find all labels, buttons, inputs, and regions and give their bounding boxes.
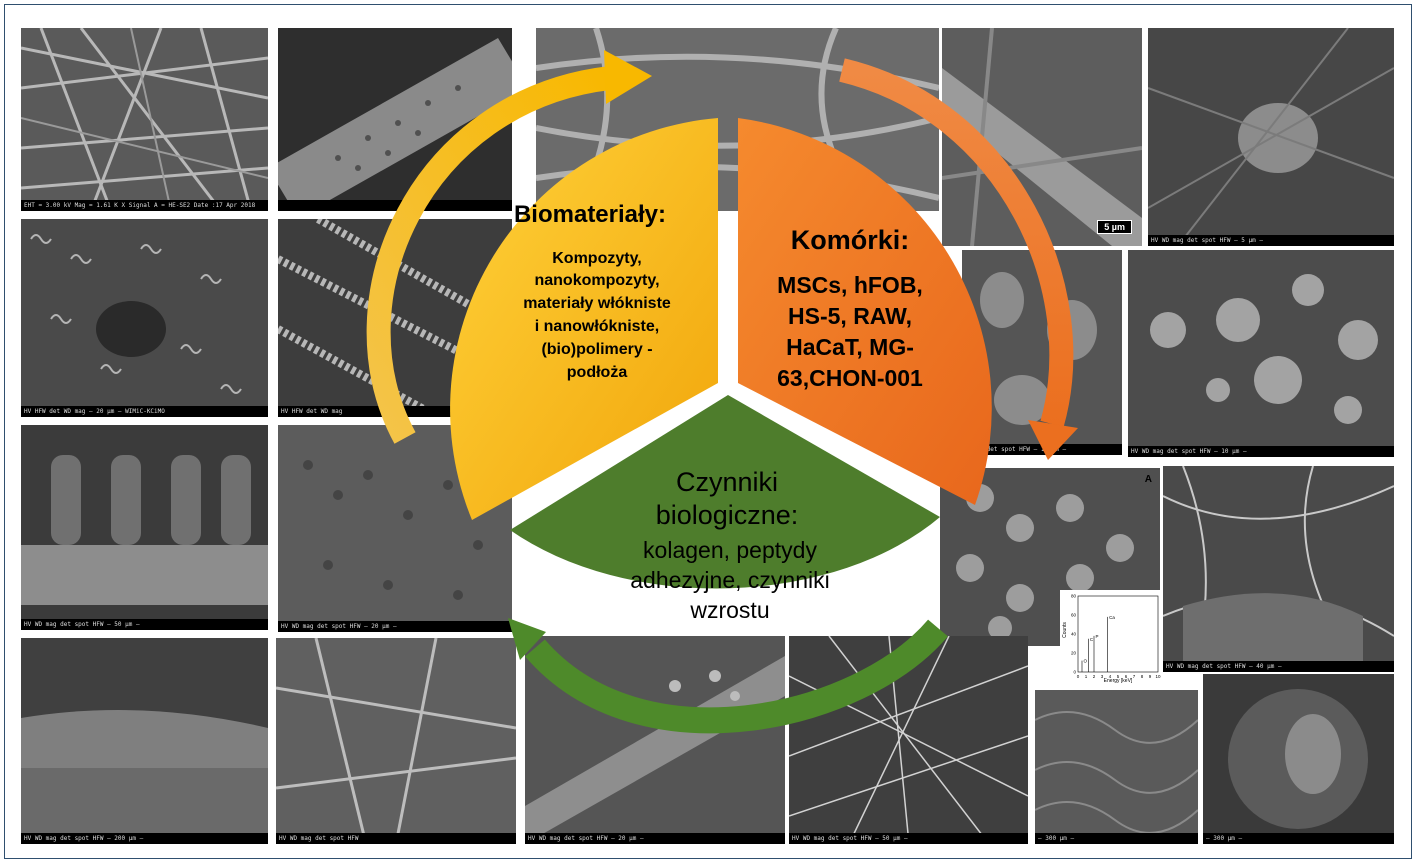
eds-ylabel: Counts — [1062, 622, 1068, 638]
biomaterials-line: (bio)polimery - — [541, 341, 652, 358]
cells-line: MSCs, hFOB, — [777, 272, 923, 298]
micrograph-cell-on-fiber: 5 µm — [942, 28, 1142, 246]
panel-letter: A — [1144, 474, 1152, 485]
micrograph-info-bar: HV WD mag det spot HFW — [276, 833, 516, 844]
biomaterials-line: nanokompozyty, — [534, 272, 659, 289]
eds-x-tick-label: 6 — [1125, 674, 1128, 679]
eds-x-tick-label: 0 — [1077, 674, 1080, 679]
micrograph-info-bar: HV WD mag det spot HFW — 40 µm — — [1163, 661, 1394, 672]
biological-factors-line: kolagen, peptydy — [643, 537, 817, 563]
arrow-biomaterials-to-cells — [366, 66, 612, 444]
micrograph-info-bar: HV WD mag det spot HFW — 20 µm — — [278, 621, 512, 632]
biological-factors-title: Czynniki — [676, 467, 778, 497]
eds-peaks: O CP Ca — [1081, 615, 1115, 672]
biomaterials-line: Kompozyty, — [552, 250, 641, 267]
eds-y-tick-label: 40 — [1071, 632, 1077, 637]
eds-x-tick-label: 5 — [1117, 674, 1120, 679]
micrograph-cell-clusters: HV WD mag det spot HFW — 10 µm — — [1128, 250, 1394, 457]
eds-xlabel: Energy [keV] — [1104, 678, 1133, 684]
micrograph-info-bar: — 300 µm — — [1035, 833, 1198, 844]
eds-y-tick-label: 80 — [1071, 594, 1077, 599]
eds-peak-label: Ca — [1109, 615, 1115, 620]
micrograph-porous-fiber — [278, 28, 512, 211]
cells-title: Komórki: — [791, 225, 910, 255]
eds-y-tick-label: 0 — [1073, 670, 1076, 675]
micrograph-info-bar: HV WD mag det spot HFW — 10 µm — — [1128, 446, 1394, 457]
sector-biological-factors — [510, 395, 940, 589]
eds-x-tick-label: 4 — [1109, 674, 1112, 679]
eds-x-tick-label: 3 — [1101, 674, 1104, 679]
eds-x-tick-label: 8 — [1141, 674, 1144, 679]
micrograph-info-bar — [278, 200, 512, 211]
biomaterials-line: i nanowłókniste, — [535, 318, 659, 335]
arrow-head-orange — [1028, 420, 1078, 460]
micrograph-layered-cross-section: HV WD mag det spot HFW — 50 µm — — [21, 425, 268, 630]
micrograph-info-bar: HV WD mag det spot HFW — 20 µm — — [525, 833, 785, 844]
eds-x-tick-label: 10 — [1155, 674, 1161, 679]
scale-bar: 5 µm — [1097, 220, 1132, 234]
arrow-head-yellow — [604, 50, 652, 104]
eds-peak-label: C — [1090, 637, 1094, 642]
micrograph-info-bar: HV HFW det WD mag — 20 µm — WIMiC-KCiMO — [21, 406, 268, 417]
eds-peak-label: O — [1084, 659, 1088, 664]
micrograph-layered-membrane: HV WD mag det spot HFW — 200 µm — — [21, 638, 268, 844]
eds-x-tick-label: 9 — [1149, 674, 1152, 679]
biomaterials-line: podłoża — [567, 364, 628, 381]
micrograph-info-bar: HV WD mag det spot HFW — 50 µm — — [21, 619, 268, 630]
sector-biomaterials — [450, 118, 718, 520]
arrow-cells-to-factors — [839, 58, 1074, 428]
eds-x-tick-label: 2 — [1093, 674, 1096, 679]
eds-plot-frame — [1077, 595, 1159, 673]
micrograph-flower-crystals: HV HFW det WD mag — 20 µm — WIMiC-KCiMO — [21, 219, 268, 417]
eds-x-tick-label: 1 — [1085, 674, 1088, 679]
micrograph-info-bar: — 300 µm — — [1203, 833, 1394, 844]
eds-y-tick-label: 20 — [1071, 651, 1077, 656]
cells-line: HaCaT, MG- — [786, 334, 914, 360]
micrograph-cell-network: HV WD mag det spot HFW — 5 µm — — [1148, 28, 1394, 246]
eds-peak-label: P — [1096, 634, 1099, 639]
micrograph-info-bar: EHT = 3.00 kV Mag = 1.61 K X Signal A = … — [21, 200, 268, 211]
micrograph-info-bar: HV WD mag det spot HFW — 200 µm — — [21, 833, 268, 844]
sector-cells — [738, 118, 992, 505]
micrograph-fibrous-network: HV WD mag det spot HFW — 40 µm — — [1163, 466, 1394, 672]
micrograph-globular-particles: A — [940, 468, 1160, 646]
biological-factors-title: biologiczne: — [656, 500, 799, 530]
micrograph-sheet-scaffold: HV WD mag det spot HFW — [276, 638, 516, 844]
micrograph-rough-surface: — 300 µm — — [1035, 690, 1198, 844]
biological-factors-line: wzrostu — [689, 597, 769, 623]
cells-line: HS-5, RAW, — [788, 303, 912, 329]
biomaterials-title: Biomateriały: — [514, 201, 666, 228]
micrograph-circular-pore: — 300 µm — — [1203, 674, 1394, 844]
biological-factors-line: adhezyjne, czynniki — [630, 567, 829, 593]
micrograph-info-bar: HV WD mag det spot HFW — 50 µm — — [789, 833, 1028, 844]
cells-line: 63,CHON-001 — [777, 365, 923, 391]
arrow-factors-to-biomaterials — [525, 619, 948, 734]
biomaterials-line: materiały włókniste — [523, 295, 671, 312]
micrograph-info-bar: HV WD det spot HFW — 10 µm — — [962, 444, 1122, 455]
eds-y-tick-label: 60 — [1071, 613, 1077, 618]
arrow-head-green — [508, 618, 546, 660]
micrograph-info-bar: HV WD mag det spot HFW — 5 µm — — [1148, 235, 1394, 246]
eds-x-tick-label: 7 — [1133, 674, 1136, 679]
micrograph-fibers-mesh: EHT = 3.00 kV Mag = 1.61 K X Signal A = … — [21, 28, 268, 211]
